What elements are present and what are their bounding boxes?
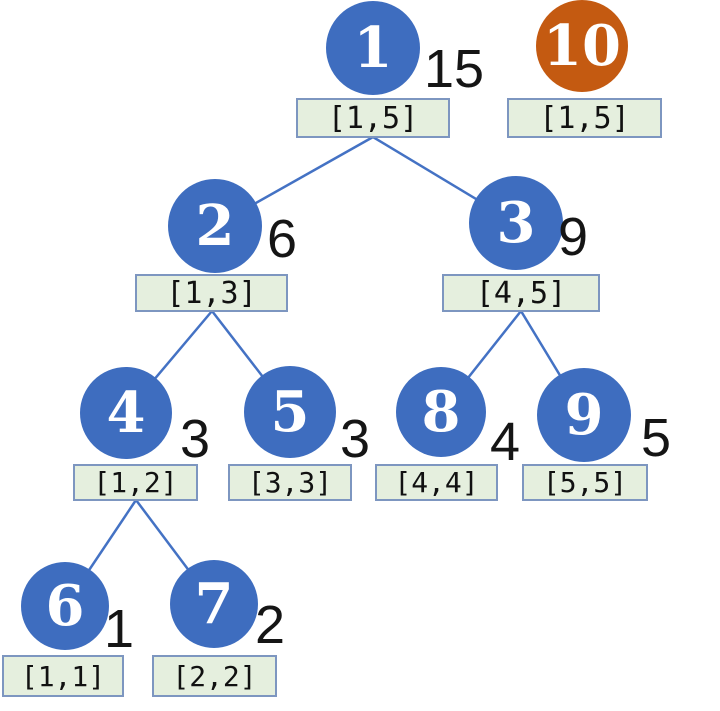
tree-node-6-range-box: [1,1] [2, 655, 124, 697]
tree-node-8-circle: 8 [396, 367, 486, 457]
tree-node-9-value: 5 [641, 408, 672, 468]
tree-node-10-range-box: [1,5] [507, 98, 662, 138]
tree-node-8-range-box: [4,4] [375, 464, 498, 501]
tree-node-10-label: 10 [543, 13, 621, 79]
tree-node-4-range-box: [1,2] [73, 464, 198, 501]
tree-node-4-label: 4 [106, 380, 146, 446]
tree-node-3-range-box: [4,5] [442, 274, 600, 312]
tree-node-4-circle: 4 [80, 367, 172, 459]
tree-node-8-value: 4 [490, 412, 521, 472]
tree-node-8-label: 8 [421, 379, 461, 445]
tree-node-5-circle: 5 [244, 366, 336, 458]
tree-node-6-label: 6 [45, 573, 85, 639]
tree-node-2-range-box: [1,3] [135, 274, 288, 312]
tree-node-9-circle: 9 [537, 368, 631, 462]
tree-node-7-label: 7 [194, 571, 234, 637]
tree-node-10-circle: 10 [536, 0, 628, 92]
tree-node-3-circle: 3 [469, 176, 563, 270]
tree-node-7-circle: 7 [170, 560, 258, 648]
tree-node-6-circle: 6 [21, 562, 109, 650]
tree-node-6-value: 1 [104, 599, 135, 659]
tree-node-7-range-box: [2,2] [152, 655, 277, 697]
tree-node-3-label: 3 [496, 190, 536, 256]
tree-node-4-value: 3 [180, 409, 211, 469]
tree-node-5-value: 3 [340, 409, 371, 469]
tree-node-1-value: 15 [424, 39, 485, 99]
tree-node-1-label: 1 [353, 15, 393, 81]
tree-node-1-circle: 1 [326, 1, 420, 95]
tree-node-5-label: 5 [270, 379, 310, 445]
tree-node-2-value: 6 [267, 209, 298, 269]
tree-node-2-label: 2 [195, 193, 235, 259]
tree-node-3-value: 9 [558, 207, 589, 267]
tree-node-1-range-box: [1,5] [296, 98, 450, 138]
tree-node-2-circle: 2 [168, 179, 262, 273]
tree-node-9-label: 9 [564, 382, 604, 448]
tree-node-5-range-box: [3,3] [228, 464, 352, 501]
tree-node-9-range-box: [5,5] [522, 464, 648, 501]
tree-node-7-value: 2 [255, 595, 286, 655]
